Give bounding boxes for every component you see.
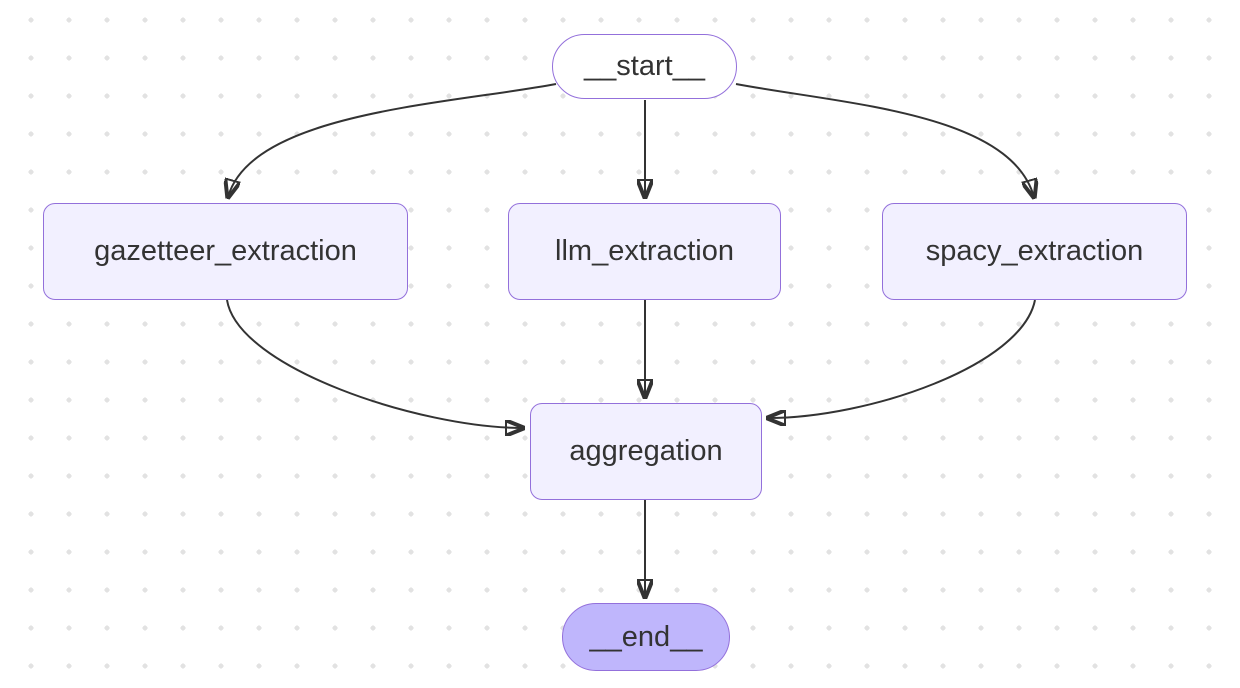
- node-llm-extraction: llm_extraction: [508, 203, 781, 300]
- node-end-label: __end__: [589, 620, 703, 653]
- node-aggregation-label: aggregation: [569, 435, 723, 467]
- edge-gazetteer_extraction-to-aggregation: [226, 299, 523, 428]
- edge-spacy_extraction-to-aggregation: [768, 299, 1036, 418]
- node-gazetteer-extraction: gazetteer_extraction: [43, 203, 408, 300]
- node-start: __start__: [552, 34, 737, 99]
- edge-start-to-gazetteer_extraction: [228, 83, 557, 197]
- node-spacy-extraction-label: spacy_extraction: [925, 235, 1144, 267]
- node-start-label: __start__: [584, 50, 705, 82]
- node-gazetteer-extraction-label: gazetteer_extraction: [94, 235, 357, 267]
- node-llm-extraction-label: llm_extraction: [555, 235, 734, 267]
- edge-start-to-spacy_extraction: [735, 83, 1034, 197]
- node-spacy-extraction: spacy_extraction: [882, 203, 1187, 300]
- node-aggregation: aggregation: [530, 403, 762, 500]
- node-end: __end__: [562, 603, 730, 671]
